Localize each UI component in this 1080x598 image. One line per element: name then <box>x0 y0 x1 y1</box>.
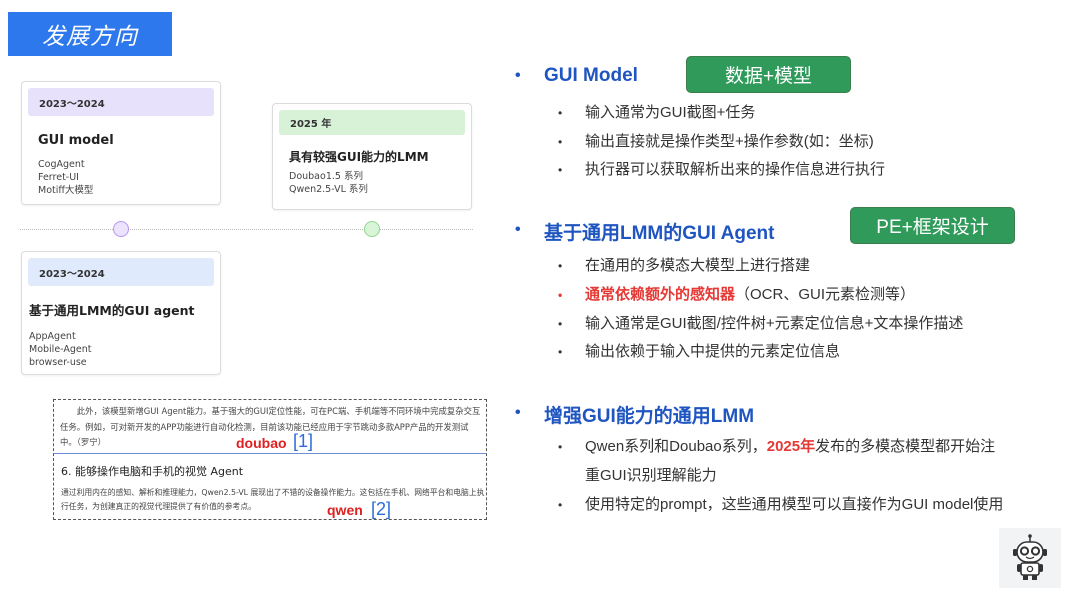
card-items: AppAgent Mobile-Agent browser-use <box>29 330 92 369</box>
section-bullet: • <box>515 67 521 84</box>
excerpt-divider <box>54 453 486 454</box>
list-item-text: 使用特定的prompt，这些通用模型可以直接作为GUI model使用 <box>585 496 1004 513</box>
qwen-excerpt: 通过利用内在的感知、解析和推理能力，Qwen2.5-VL 展现出了不错的设备操作… <box>61 488 485 511</box>
quote-excerpt-box: 此外，该模型新增GUI Agent能力。基于强大的GUI定位性能，可在PC端、手… <box>53 399 487 520</box>
section-bullet: • <box>515 404 521 421</box>
card-title: 基于通用LMM的GUI agent <box>29 303 195 318</box>
timeline-card-lmm: 2025 年 具有较强GUI能力的LMM Doubao1.5 系列 Qwen2.… <box>272 103 472 210</box>
bullet: • <box>558 317 563 331</box>
list-item: • 输出直接就是操作类型+操作参数(如：坐标) <box>558 130 874 151</box>
reference-link-2[interactable]: [2] <box>371 499 392 519</box>
qwen-label: qwen <box>327 502 363 518</box>
qwen-excerpt-heading: 6. 能够操作电脑和手机的视觉 Agent <box>61 465 244 478</box>
badge-data-model: 数据+模型 <box>686 56 851 93</box>
section-title-enhanced-lmm: 增强GUI能力的通用LMM <box>544 406 755 427</box>
card-item: Doubao1.5 系列 <box>289 171 363 182</box>
list-item-text: 执行器可以获取解析出来的操作信息进行执行 <box>585 161 886 178</box>
list-item-text: 输出依赖于输入中提供的元素定位信息 <box>585 343 841 360</box>
list-item: • 在通用的多模态大模型上进行搭建 <box>558 254 810 275</box>
doubao-excerpt: 此外，该模型新增GUI Agent能力。基于强大的GUI定位性能，可在PC端、手… <box>60 406 481 447</box>
section-title-gui-model: GUI Model <box>544 65 638 86</box>
highlight-text: 通常依赖额外的感知器 <box>585 286 736 303</box>
list-item: • 输入通常为GUI截图+任务 <box>558 101 755 122</box>
card-title: GUI model <box>38 133 114 148</box>
reference-link-1[interactable]: [1] <box>293 431 314 451</box>
list-item-continuation: 重GUI识别理解能力 <box>585 467 717 484</box>
bullet: • <box>558 135 563 149</box>
card-item: Qwen2.5-VL 系列 <box>289 184 368 195</box>
list-item-text: 输入通常为GUI截图+任务 <box>585 104 756 121</box>
doubao-label: doubao <box>236 435 287 451</box>
robot-icon-glyph <box>1013 534 1047 580</box>
page-title: 发展方向 <box>42 23 138 49</box>
bullet: • <box>558 259 563 273</box>
list-item: • 输出依赖于输入中提供的元素定位信息 <box>558 340 840 361</box>
section-bullet: • <box>515 221 521 238</box>
card-title: 具有较强GUI能力的LMM <box>289 150 429 164</box>
bullet: • <box>558 106 563 120</box>
timeline-card-gui-model: 2023～2024 GUI model CogAgent Ferret-UI M… <box>21 81 221 205</box>
card-item: Mobile-Agent <box>29 344 92 355</box>
bullet: • <box>558 498 563 512</box>
card-items: CogAgent Ferret-UI Motiff大模型 <box>38 158 93 197</box>
list-item-text: 在通用的多模态大模型上进行搭建 <box>585 257 811 274</box>
timeline-card-gui-agent: 2023～2024 基于通用LMM的GUI agent AppAgent Mob… <box>21 251 221 375</box>
card-period: 2023～2024 <box>28 258 214 286</box>
card-item: browser-use <box>29 357 87 368</box>
list-item: • 通常依赖额外的感知器（OCR、GUI元素检测等） <box>558 283 915 304</box>
bullet: • <box>558 440 563 454</box>
list-item-text: 发布的多模态模型都开始注 <box>815 438 996 455</box>
timeline-dot-green <box>364 221 380 237</box>
card-item: Ferret-UI <box>38 172 79 183</box>
highlight-text: 2025年 <box>766 438 816 455</box>
list-item-text: Qwen系列和Doubao系列， <box>585 438 767 455</box>
card-period: 2023～2024 <box>28 88 214 116</box>
robot-icon <box>999 528 1061 588</box>
card-items: Doubao1.5 系列 Qwen2.5-VL 系列 <box>289 170 368 196</box>
timeline-line <box>20 229 473 230</box>
list-item-text: 输出直接就是操作类型+操作参数(如：坐标) <box>585 133 874 150</box>
list-item: • 使用特定的prompt，这些通用模型可以直接作为GUI model使用 <box>558 493 1003 514</box>
section-title-gui-agent: 基于通用LMM的GUI Agent <box>544 223 775 244</box>
timeline-dot-purple <box>113 221 129 237</box>
card-item: CogAgent <box>38 159 85 170</box>
list-item: • 输入通常是GUI截图/控件树+元素定位信息+文本操作描述 <box>558 312 963 333</box>
card-item: Motiff大模型 <box>38 185 94 196</box>
badge-pe-framework: PE+框架设计 <box>850 207 1015 244</box>
page-title-tab: 发展方向 <box>8 12 172 56</box>
card-period: 2025 年 <box>279 110 465 135</box>
list-item: • 执行器可以获取解析出来的操作信息进行执行 <box>558 158 885 179</box>
bullet: • <box>558 163 563 177</box>
list-item: • Qwen系列和Doubao系列，2025年发布的多模态模型都开始注 <box>558 435 995 456</box>
card-item: AppAgent <box>29 331 76 342</box>
bullet: • <box>558 345 563 359</box>
list-item-text: 输入通常是GUI截图/控件树+元素定位信息+文本操作描述 <box>585 315 964 332</box>
bullet: • <box>558 288 563 302</box>
list-item-text: （OCR、GUI元素检测等） <box>735 286 916 303</box>
